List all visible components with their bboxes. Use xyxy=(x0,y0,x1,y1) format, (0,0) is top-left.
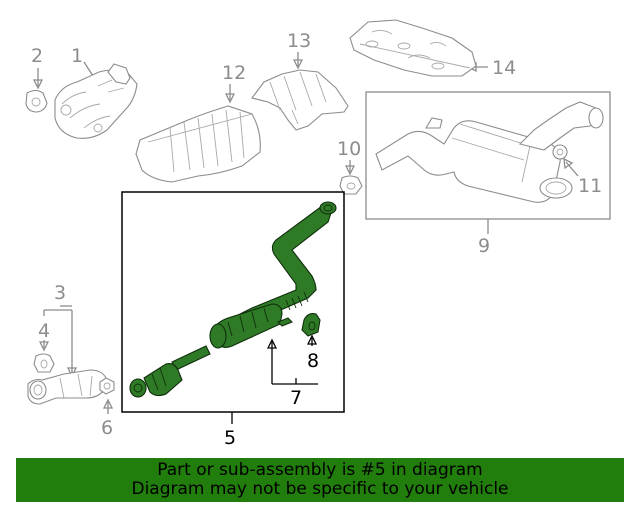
banner-line-2: Diagram may not be specific to your vehi… xyxy=(131,479,509,499)
part-1-manifold xyxy=(54,61,138,139)
callout-5: 5 xyxy=(224,427,236,449)
part-10-gasket xyxy=(339,160,363,195)
callout-13: 13 xyxy=(287,30,311,52)
parts-diagram: 2 1 12 13 14 xyxy=(25,19,611,449)
callout-6: 6 xyxy=(101,417,113,439)
callout-10: 10 xyxy=(337,138,361,160)
callout-2: 2 xyxy=(31,45,43,67)
part-12-heat-shield xyxy=(135,84,261,183)
part-13-heat-shield xyxy=(251,52,349,131)
callout-3: 3 xyxy=(54,282,66,304)
banner-line-1: Part or sub-assembly is #5 in diagram xyxy=(157,460,483,480)
callout-14: 14 xyxy=(492,57,516,79)
callout-4: 4 xyxy=(38,320,50,342)
diagram-notice-banner: Part or sub-assembly is #5 in diagram Di… xyxy=(16,458,624,502)
callout-8: 8 xyxy=(307,350,319,372)
callout-7: 7 xyxy=(290,387,302,409)
callout-11: 11 xyxy=(578,175,602,197)
callout-9: 9 xyxy=(478,235,490,257)
callout-12: 12 xyxy=(222,62,246,84)
callout-8-leader xyxy=(306,334,318,346)
part-2-gasket xyxy=(25,68,48,113)
part-14-heat-shield xyxy=(349,19,488,77)
box-9-rear-muffler xyxy=(365,91,611,234)
box-5-center-pipe xyxy=(121,191,345,424)
callout-1: 1 xyxy=(71,45,83,67)
part-3-catalytic-converter xyxy=(27,305,115,414)
callout-7-leader xyxy=(266,338,318,385)
